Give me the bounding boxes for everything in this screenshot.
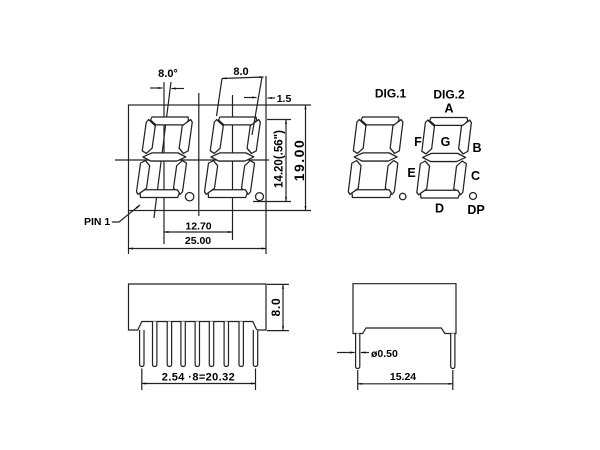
svg-text:8.0: 8.0 (269, 297, 283, 316)
svg-text:1.5: 1.5 (277, 93, 292, 105)
svg-text:G: G (441, 135, 451, 149)
svg-text:25.00: 25.00 (185, 235, 211, 247)
svg-text:19.00: 19.00 (291, 139, 307, 182)
svg-text:A: A (444, 102, 453, 116)
svg-text:DIG.1: DIG.1 (375, 87, 407, 101)
svg-text:15.24: 15.24 (390, 371, 416, 383)
svg-text:14.20(.56"): 14.20(.56") (274, 130, 286, 188)
svg-text:8.0°: 8.0° (158, 68, 178, 80)
svg-text:12.70: 12.70 (185, 221, 211, 233)
svg-text:D: D (435, 202, 444, 216)
svg-text:F: F (414, 135, 422, 149)
svg-text:B: B (472, 141, 481, 155)
svg-text:C: C (471, 169, 480, 183)
svg-text:ø0.50: ø0.50 (371, 348, 398, 360)
svg-text:DIG.2: DIG.2 (433, 88, 465, 102)
svg-text:DP: DP (467, 203, 484, 217)
svg-text:E: E (407, 166, 415, 180)
svg-text:8.0: 8.0 (233, 66, 248, 78)
svg-text:PIN 1: PIN 1 (84, 216, 110, 228)
svg-text:2.54 ·8=20.32: 2.54 ·8=20.32 (162, 372, 235, 384)
